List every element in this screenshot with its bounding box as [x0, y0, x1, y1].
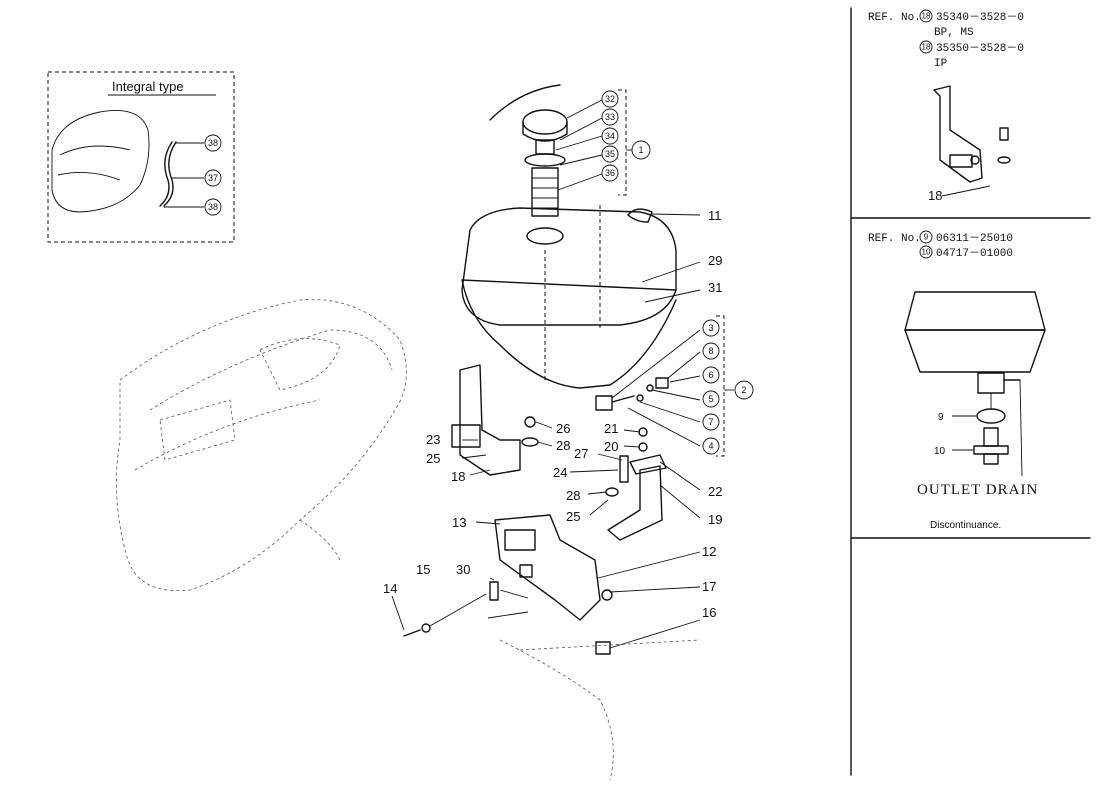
drain-cock-assembly: [595, 377, 669, 411]
callout-7: 7: [708, 417, 713, 427]
callout-group-1: 1: [638, 145, 643, 155]
callout-6: 6: [708, 370, 713, 380]
main-number-labels: 11 29 31 26 28 23 25 18 21 20 27 24 22 2…: [383, 208, 722, 620]
label-13: 13: [452, 515, 466, 530]
ref-panel-1: REF. No. 18 35340－3528－0 BP, MS 18 35350…: [868, 9, 1024, 203]
label-17: 17: [702, 579, 716, 594]
callout-37: 37: [208, 173, 218, 183]
leader-lines: [391, 89, 734, 649]
ref2-circ-10: 10: [922, 248, 931, 257]
left-bracket: [451, 364, 539, 476]
mounting-plate: [403, 514, 613, 655]
ref1-code-b: 35350－3528－0: [936, 43, 1024, 55]
ref1-prefix: REF. No.: [868, 12, 921, 24]
outlet-drain-caption: OUTLET DRAIN: [917, 482, 1038, 498]
callout-group-2: 2: [741, 385, 746, 395]
integral-type-inset: Integral type 38 37 38: [47, 71, 235, 243]
fuel-cap-assembly: [489, 84, 568, 217]
label-29: 29: [708, 253, 722, 268]
ref1-code-a: 35340－3528－0: [936, 12, 1024, 24]
ref1-variant-a: BP, MS: [934, 27, 974, 39]
ref-panel-dividers: [850, 7, 1091, 776]
label-12: 12: [702, 544, 716, 559]
tractor-body-ghost: [116, 299, 701, 781]
ref2-label-10: 10: [934, 446, 946, 457]
label-14: 14: [383, 581, 397, 596]
callout-3: 3: [708, 323, 713, 333]
ref1-part-18: 18: [928, 188, 942, 203]
label-25a: 25: [426, 451, 440, 466]
label-28a: 28: [556, 438, 570, 453]
label-27: 27: [574, 446, 588, 461]
callout-38-bottom: 38: [208, 202, 218, 212]
ref2-code-10: 04717－01000: [936, 248, 1013, 260]
callout-32: 32: [605, 94, 615, 104]
callout-33: 33: [605, 112, 615, 122]
main-circled-callouts: 32 33 34 35 36 1 3 8 6 5 7 4 2: [601, 90, 754, 455]
label-22: 22: [708, 484, 722, 499]
ref2-prefix: REF. No.: [868, 233, 921, 245]
label-11: 11: [708, 208, 722, 223]
ref1-variant-b: IP: [934, 58, 948, 70]
label-25b: 25: [566, 509, 580, 524]
label-16: 16: [702, 605, 716, 620]
ref-panel-2: REF. No. 9 06311－25010 10 04717－01000 9 …: [868, 230, 1046, 531]
callout-34: 34: [605, 131, 615, 141]
label-31: 31: [708, 280, 722, 295]
ref1-circ-18a: 18: [922, 12, 931, 21]
inset-title: Integral type: [112, 79, 184, 94]
label-23: 23: [426, 432, 440, 447]
label-26: 26: [556, 421, 570, 436]
fuel-tank: [461, 205, 677, 389]
ref2-label-9: 9: [938, 412, 944, 423]
ref2-circ-9: 9: [924, 233, 929, 242]
callout-35: 35: [605, 149, 615, 159]
callout-38-top: 38: [208, 138, 218, 148]
label-18: 18: [451, 469, 465, 484]
label-15: 15: [416, 562, 430, 577]
callout-36: 36: [605, 168, 615, 178]
ref2-code-9: 06311－25010: [936, 233, 1013, 245]
label-19: 19: [708, 512, 722, 527]
callout-5: 5: [708, 394, 713, 404]
ref1-circ-18b: 18: [922, 43, 931, 52]
discontinuance-note: Discontinuance.: [930, 520, 1001, 531]
label-20: 20: [604, 439, 618, 454]
right-bracket: [605, 427, 667, 541]
callout-8: 8: [708, 346, 713, 356]
label-30: 30: [456, 562, 470, 577]
callout-4: 4: [708, 441, 713, 451]
label-28b: 28: [566, 488, 580, 503]
label-24: 24: [553, 465, 567, 480]
label-21: 21: [604, 421, 618, 436]
